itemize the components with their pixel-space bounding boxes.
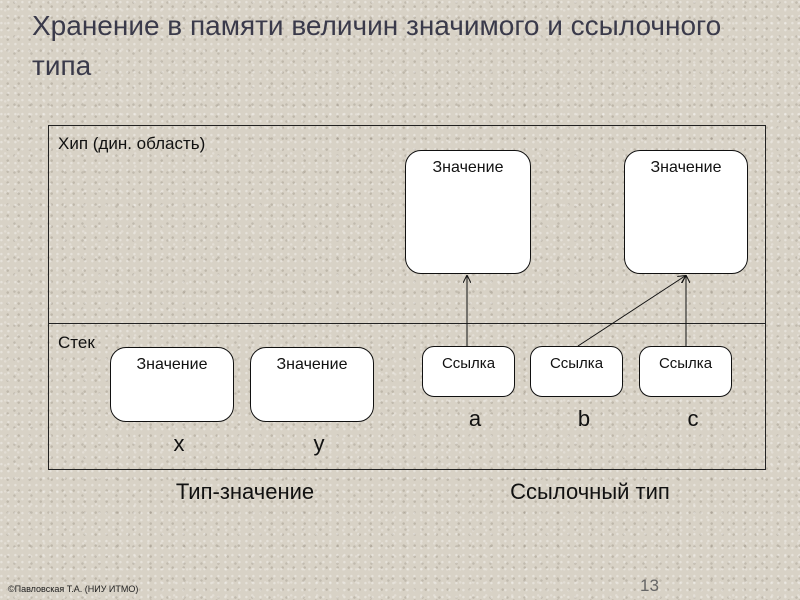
arrow-b-to-heap-2 bbox=[577, 276, 685, 347]
heap-value-box-1: Значение bbox=[405, 150, 531, 274]
var-c: c bbox=[687, 406, 699, 431]
stack-ref-box-c: Ссылка bbox=[639, 346, 732, 397]
stack-value-box-x: Значение bbox=[110, 347, 234, 422]
var-y: y bbox=[313, 431, 325, 456]
stack-value-box-y: Значение bbox=[250, 347, 374, 422]
var-b: b bbox=[577, 406, 591, 431]
heap-label: Хип (дин. область) bbox=[58, 134, 206, 153]
caption-reference-type: Ссылочный тип bbox=[510, 479, 670, 504]
slide-title: Хранение в памяти величин значимого и сс… bbox=[32, 10, 722, 81]
var-x: x bbox=[173, 431, 185, 456]
stack-label: Стек bbox=[58, 333, 95, 352]
var-a: a bbox=[468, 406, 482, 431]
caption-value-type: Тип-значение bbox=[175, 479, 315, 504]
copyright-footer: ©Павловская Т.А. (НИУ ИТМО) bbox=[8, 584, 139, 594]
memory-frame bbox=[48, 125, 766, 470]
stack-ref-box-b: Ссылка bbox=[530, 346, 623, 397]
stack-ref-box-a: Ссылка bbox=[422, 346, 515, 397]
page-number: 13 bbox=[640, 576, 659, 595]
heap-stack-divider bbox=[48, 323, 766, 324]
heap-value-box-2: Значение bbox=[624, 150, 748, 274]
